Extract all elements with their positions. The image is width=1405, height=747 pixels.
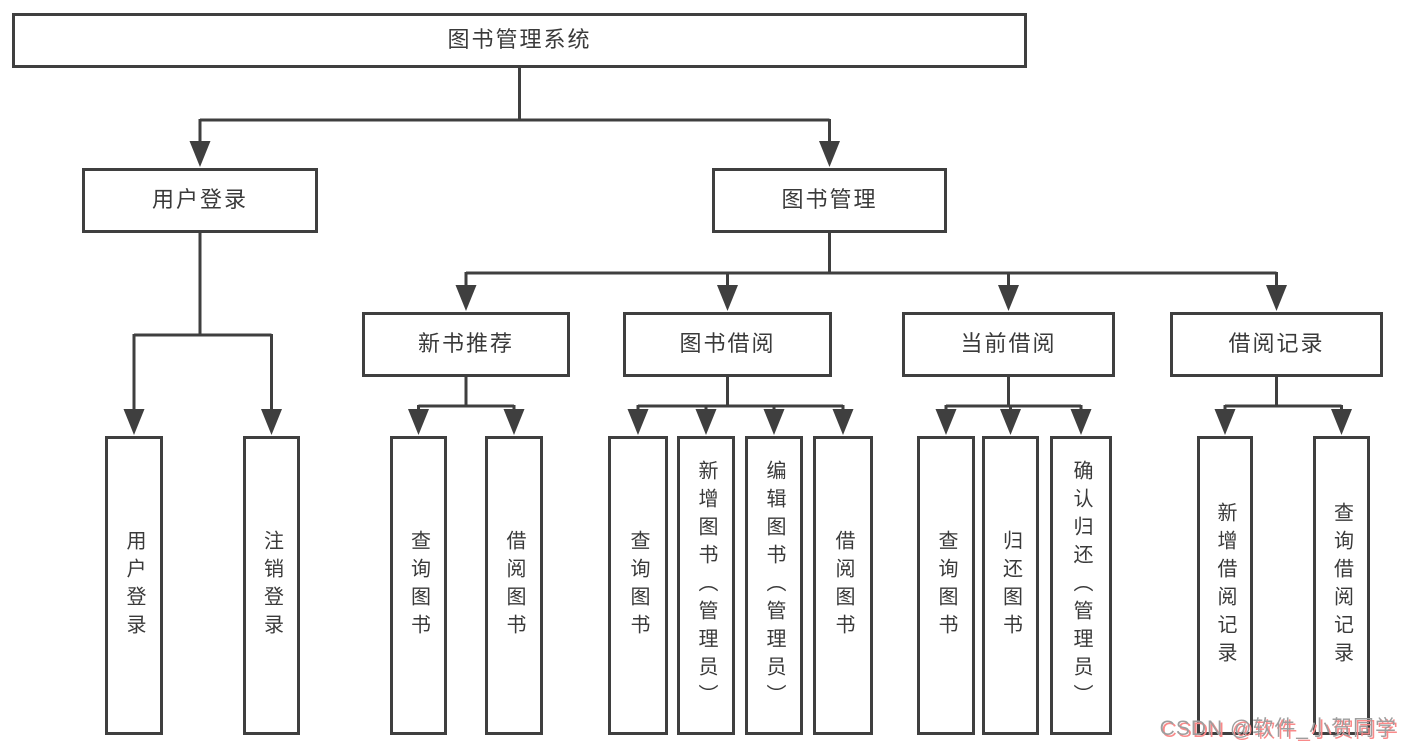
diagram-node-label: 新增借阅记录: [1214, 501, 1236, 670]
arrowhead-icon: [261, 409, 282, 435]
diagram-node-label: 查询图书: [627, 529, 649, 642]
arrowhead-icon: [1070, 409, 1092, 435]
diagram-node-label: 借阅记录: [1228, 331, 1325, 357]
arrowhead-icon: [832, 409, 854, 435]
arrowhead-icon: [455, 285, 477, 311]
diagram-node-lr-add: 新增借阅记录: [1197, 436, 1253, 735]
diagram-node-label: 图书借阅: [679, 331, 776, 357]
arrowhead-icon: [1266, 285, 1287, 311]
diagram-node-label: 图书管理: [781, 187, 878, 213]
arrowhead-icon: [935, 409, 957, 435]
arrowhead-icon: [998, 285, 1019, 311]
diagram-node-label: 借阅图书: [503, 529, 525, 642]
arrowhead-icon: [695, 409, 717, 435]
diagram-node-current-loans: 当前借阅: [902, 312, 1115, 377]
arrowhead-icon: [717, 285, 738, 311]
diagram-node-label: 查询图书: [935, 529, 957, 642]
arrowhead-icon: [408, 409, 429, 435]
diagram-node-label: 新增图书（管理员）: [695, 459, 717, 712]
diagram-node-user-login: 用户登录: [82, 168, 318, 233]
arrowhead-icon: [503, 409, 525, 435]
diagram-node-label: 查询借阅记录: [1330, 501, 1353, 670]
arrowhead-icon: [1214, 409, 1236, 435]
arrowhead-icon: [819, 141, 840, 167]
diagram-node-label: 新书推荐: [417, 331, 514, 357]
edge-current-loans: [935, 377, 1092, 435]
diagram-node-new-books: 新书推荐: [362, 312, 570, 377]
arrowhead-icon: [1000, 409, 1021, 435]
edge-book-mgmt: [455, 233, 1287, 311]
diagram-node-cl-confirm: 确认归还（管理员）: [1050, 436, 1112, 735]
diagram-node-label: 编辑图书（管理员）: [763, 459, 785, 712]
diagram-node-root: 图书管理系统: [12, 13, 1027, 68]
edge-book-borrow: [627, 377, 854, 435]
diagram-node-label: 确认归还（管理员）: [1070, 459, 1092, 712]
diagram-node-label: 用户登录: [123, 529, 145, 642]
diagram-node-bb-add: 新增图书（管理员）: [677, 436, 735, 735]
diagram-node-loan-records: 借阅记录: [1170, 312, 1383, 377]
diagram-node-cl-return: 归还图书: [982, 436, 1039, 735]
diagram-node-label: 归还图书: [999, 529, 1022, 642]
arrowhead-icon: [627, 409, 649, 435]
diagram-node-book-mgmt: 图书管理: [712, 168, 947, 233]
diagram-node-label: 用户登录: [151, 187, 248, 213]
diagram-node-bb-query: 查询图书: [608, 436, 668, 735]
arrowhead-icon: [1331, 409, 1352, 435]
edge-loan-records: [1214, 377, 1352, 435]
diagram-node-nb-borrow: 借阅图书: [485, 436, 543, 735]
diagram-node-bb-borrow: 借阅图书: [813, 436, 873, 735]
diagram-node-cl-query: 查询图书: [917, 436, 975, 735]
diagram-node-label: 查询图书: [407, 529, 430, 642]
edge-root: [189, 68, 840, 167]
arrowhead-icon: [189, 141, 211, 167]
diagram-node-label: 注销登录: [260, 529, 283, 642]
diagram-node-label: 当前借阅: [960, 331, 1057, 357]
arrowhead-icon: [123, 409, 145, 435]
diagram-node-login: 用户登录: [105, 436, 163, 735]
diagram-node-nb-query: 查询图书: [390, 436, 447, 735]
edge-user-login: [123, 233, 282, 435]
diagram-node-lr-query: 查询借阅记录: [1313, 436, 1370, 735]
edge-new-books: [408, 377, 525, 435]
diagram-node-label: 借阅图书: [832, 529, 854, 642]
arrowhead-icon: [763, 409, 785, 435]
diagram-node-logout: 注销登录: [243, 436, 300, 735]
diagram-node-label: 图书管理系统: [447, 27, 592, 53]
watermark: CSDN @软件_小贺同学: [1159, 717, 1397, 740]
diagram-node-bb-edit: 编辑图书（管理员）: [745, 436, 803, 735]
diagram-node-book-borrow: 图书借阅: [623, 312, 832, 377]
